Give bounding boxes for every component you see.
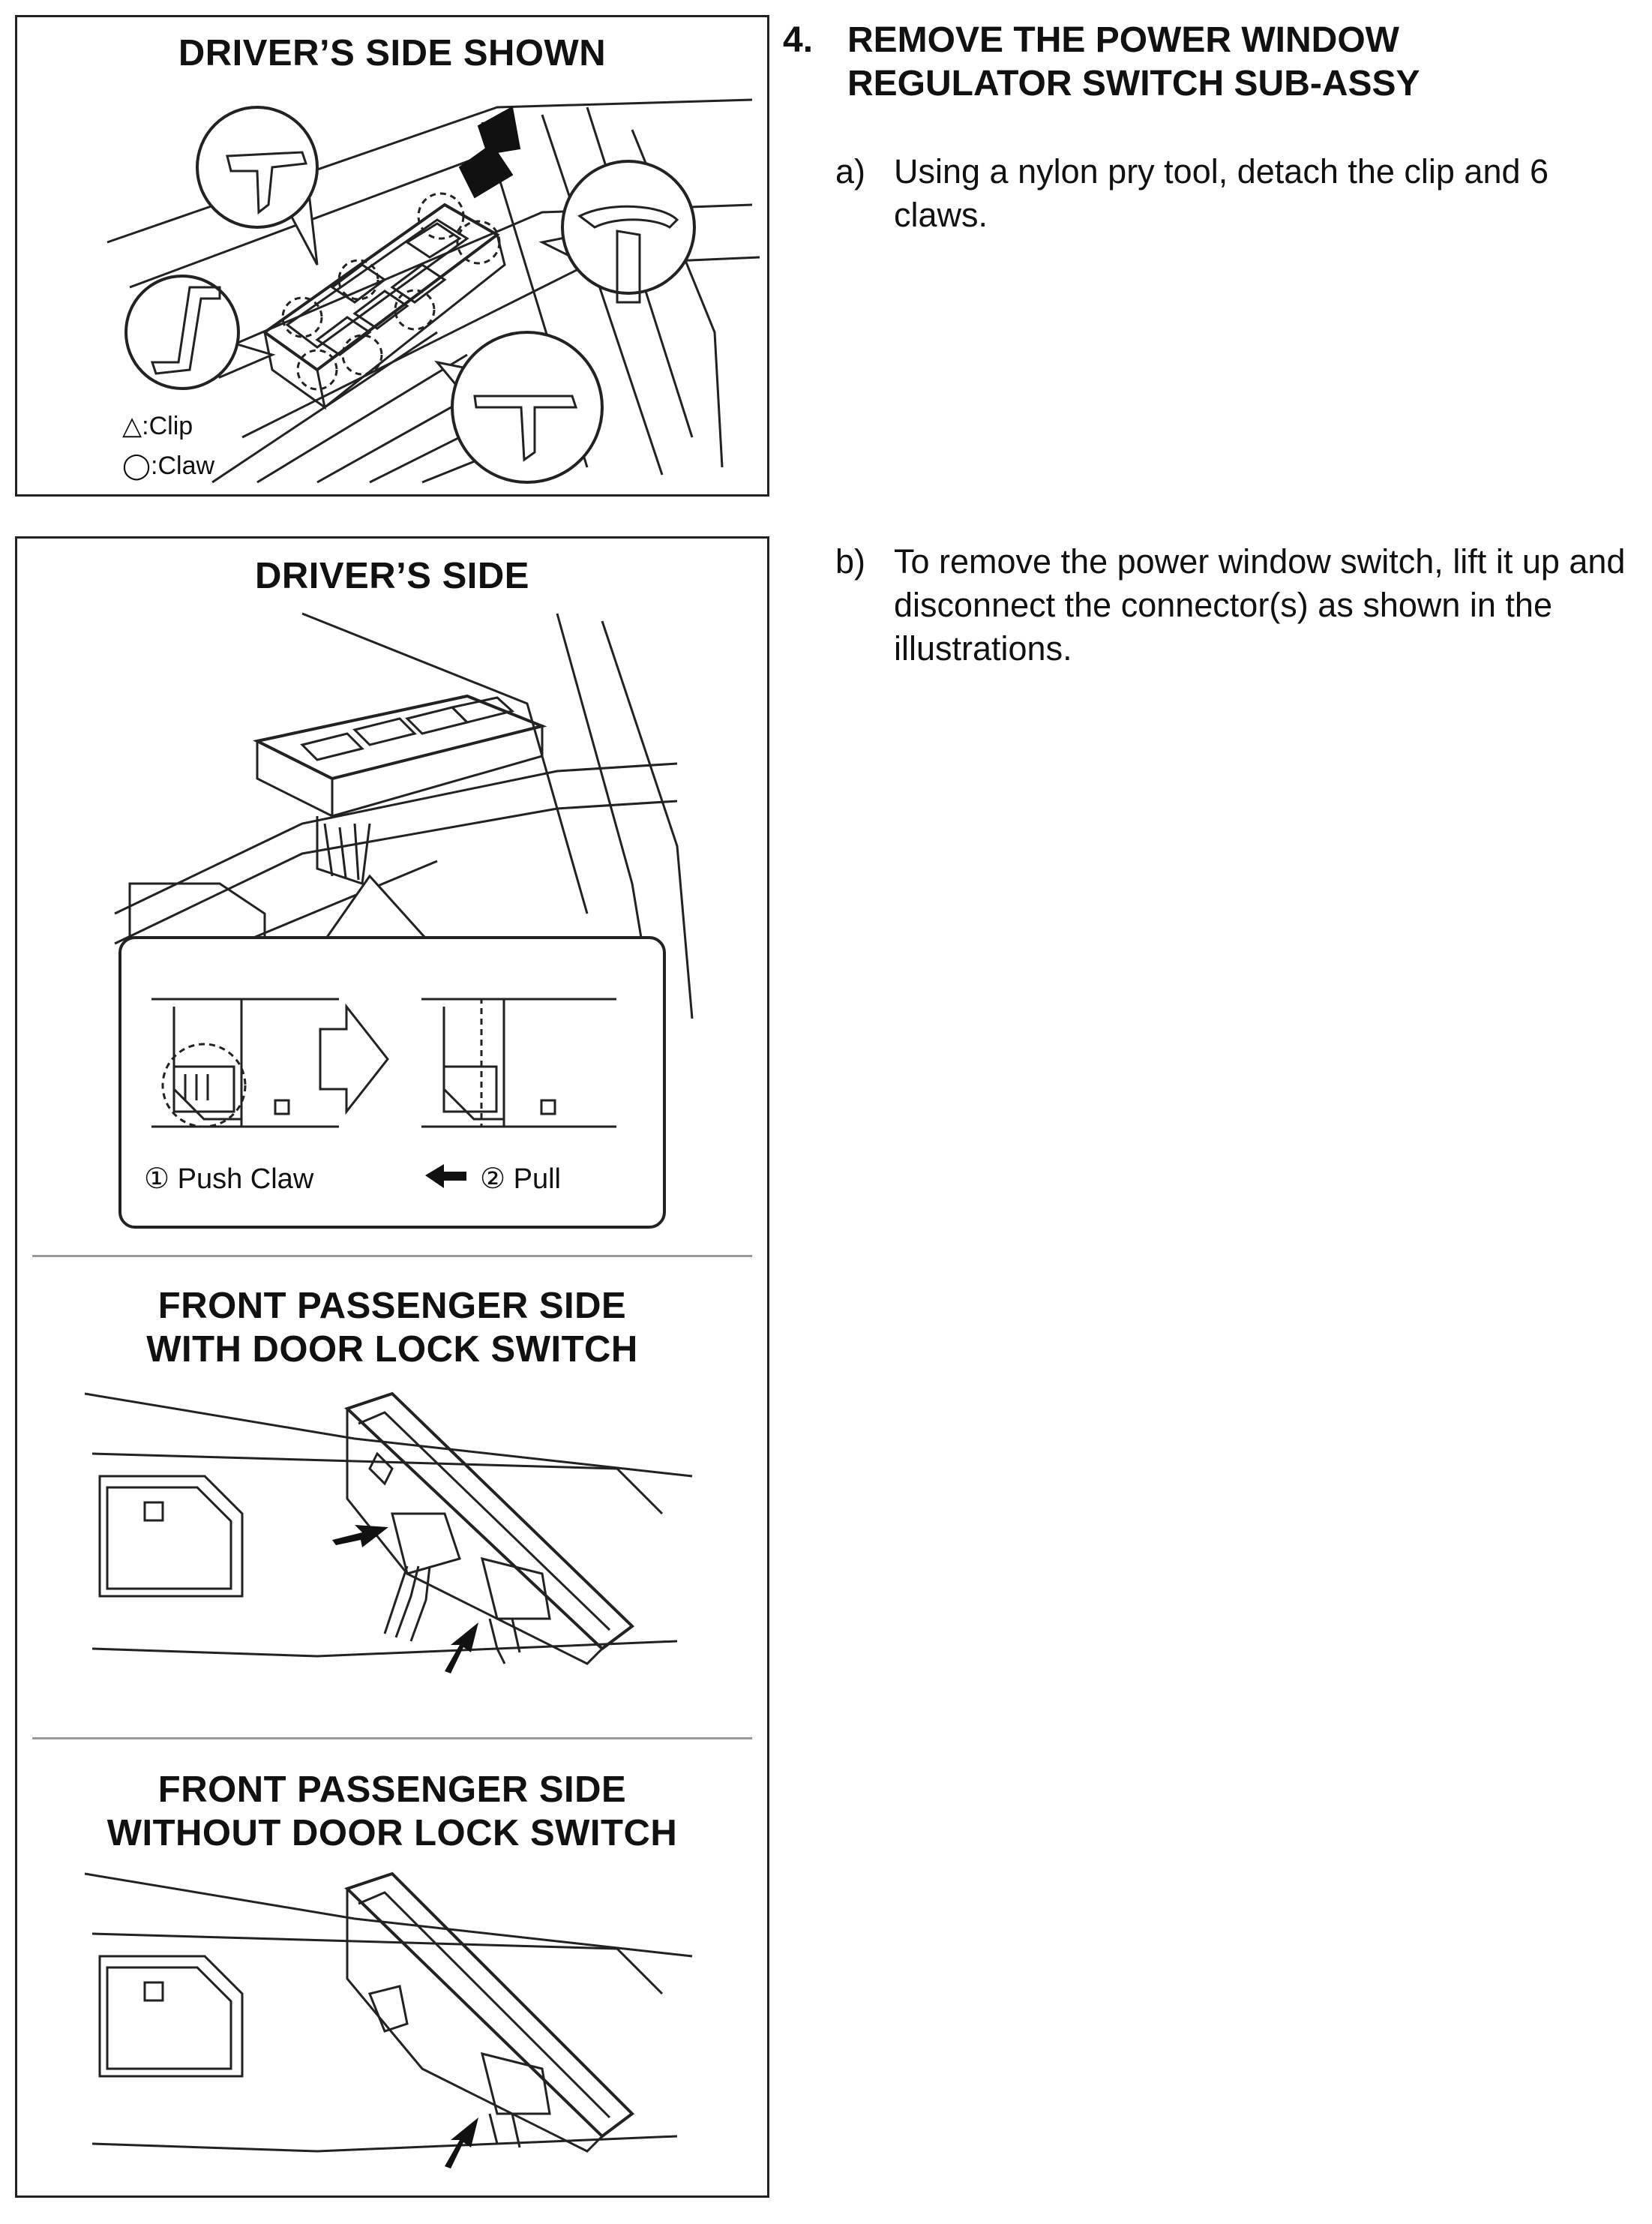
instruction-a: a) Using a nylon pry tool, detach the cl…	[835, 150, 1645, 248]
section-divider-1	[32, 1255, 752, 1257]
right-arrow-icon	[319, 1003, 389, 1115]
section-title-with-lock-2: WITH DOOR LOCK SWITCH	[146, 1329, 638, 1370]
section-title-without-lock-2: WITHOUT DOOR LOCK SWITCH	[106, 1813, 678, 1853]
figure-title: DRIVER’S SIDE SHOWN	[178, 33, 607, 74]
instruction-b-label: b)	[835, 542, 866, 581]
up-arrow-icon	[458, 106, 521, 199]
instruction-a-text: Using a nylon pry tool, detach the clip …	[894, 152, 1549, 234]
section-title-drivers-side: DRIVER’S SIDE	[255, 556, 529, 596]
instruction-b: b) To remove the power window switch, li…	[835, 540, 1645, 690]
passenger-with-lock-illustration	[84, 1391, 693, 1673]
inset-box: ① Push Claw ② Pull	[118, 936, 666, 1229]
figure-driver-side-shown: DRIVER’S SIDE SHOWN	[15, 15, 769, 497]
inset-illustration: ① Push Claw ② Pull	[144, 998, 616, 1195]
section-divider-2	[32, 1737, 752, 1739]
caption-push-claw: ① Push Claw	[144, 1163, 314, 1195]
step-title-line2: REGULATOR SWITCH SUB-ASSY	[847, 64, 1420, 104]
legend-clip: △:Clip	[122, 412, 193, 440]
switch-clip-claw-illustration	[106, 98, 760, 484]
step-number: 4.	[783, 20, 814, 60]
section-title-with-lock-1: FRONT PASSENGER SIDE	[157, 1286, 627, 1326]
drivers-side-illustration	[114, 612, 694, 1019]
legend-claw: ◯:Claw	[122, 452, 215, 480]
instruction-b-text: To remove the power window switch, lift …	[894, 542, 1626, 668]
instruction-a-label: a)	[835, 152, 866, 191]
connector-arrow-icon	[332, 1525, 478, 1673]
figure-connector-removal: DRIVER’S SIDE	[15, 536, 769, 2198]
section-title-without-lock-1: FRONT PASSENGER SIDE	[157, 1769, 627, 1810]
left-arrow-icon	[425, 1164, 466, 1188]
caption-pull: ② Pull	[480, 1163, 561, 1195]
step-heading: 4. REMOVE THE POWER WINDOW REGULATOR SWI…	[783, 19, 1623, 109]
passenger-without-lock-illustration	[84, 1871, 693, 2168]
step-title-line1: REMOVE THE POWER WINDOW	[847, 20, 1399, 60]
